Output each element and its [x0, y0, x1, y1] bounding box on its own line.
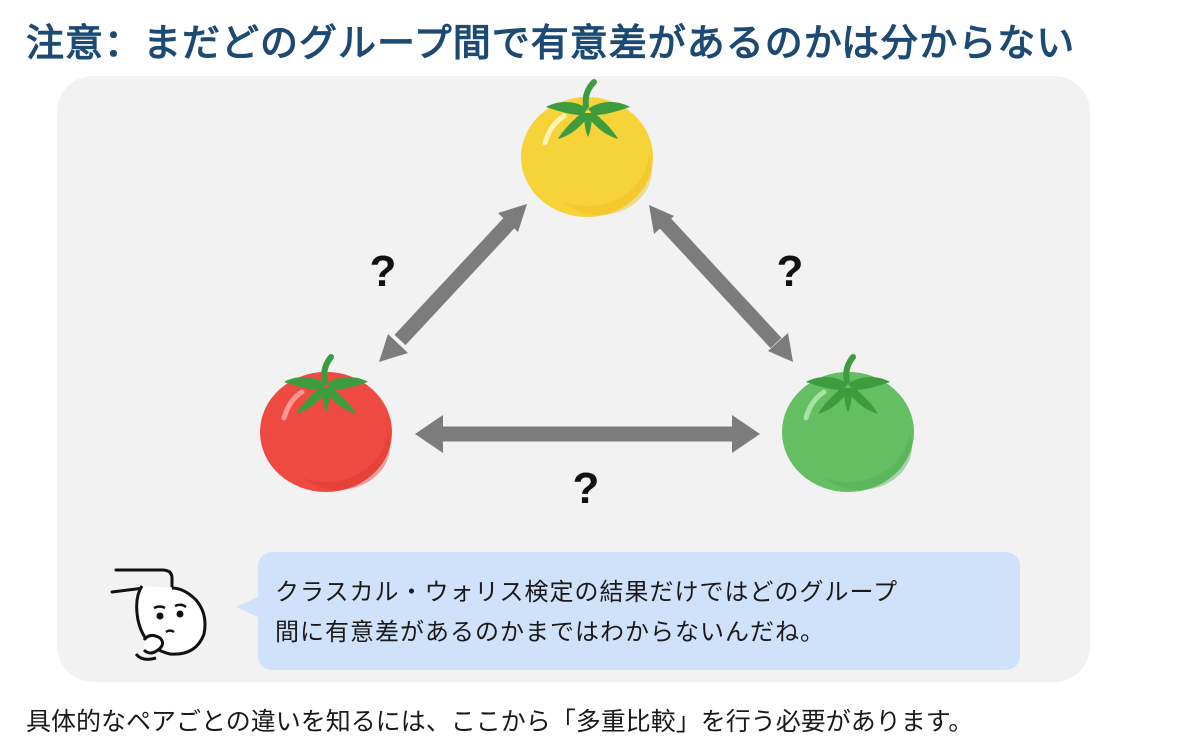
page-title: 注意：まだどのグループ間で有意差があるのかは分からない: [26, 21, 1076, 65]
speech-line-1: クラスカル・ウォリス検定の結果だけではどのグループ: [275, 578, 899, 606]
arrow-red-green: [415, 415, 760, 453]
green-tomato-icon: [782, 354, 914, 492]
speech-bubble: [258, 552, 1020, 670]
question-mark-right: ?: [776, 247, 804, 296]
question-mark-left: ?: [369, 247, 397, 296]
speech-bubble-tail: [236, 596, 260, 618]
arrow-yellow-green: [649, 205, 793, 362]
thinking-character-icon: [110, 568, 207, 661]
yellow-tomato-icon: [521, 79, 653, 217]
footer-note: 具体的なペアごとの違いを知るには、ここから「多重比較」を行う必要があります。: [26, 707, 974, 736]
arrow-red-yellow: [379, 204, 527, 362]
speech-bubble-text: クラスカル・ウォリス検定の結果だけではどのグループ 間に有意差があるのかまではわ…: [275, 572, 1005, 652]
question-mark-bottom: ?: [572, 464, 600, 513]
red-tomato-icon: [260, 354, 392, 492]
speech-line-2: 間に有意差があるのかまではわからないんだね。: [275, 618, 825, 646]
